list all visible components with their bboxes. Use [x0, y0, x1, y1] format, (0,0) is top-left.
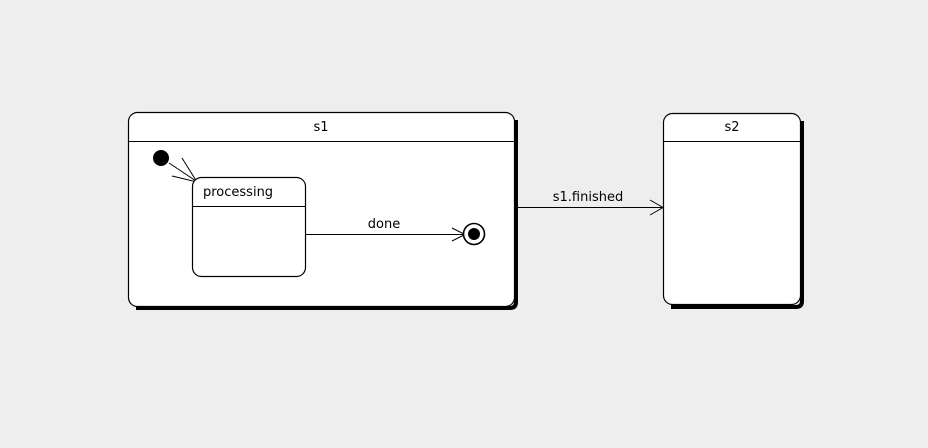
transition-s1-to-s2[interactable]: s1.finished: [515, 190, 665, 216]
state-node-s1[interactable]: s1: [127, 111, 519, 311]
transition-processing-to-final[interactable]: done: [305, 217, 467, 242]
state-s2-body: [662, 112, 802, 306]
state-node-processing[interactable]: processing: [191, 176, 307, 278]
initial-state-icon[interactable]: [153, 150, 169, 166]
transition-s1finished-label: s1.finished: [553, 190, 623, 205]
transition-done-label: done: [368, 217, 400, 232]
final-state-inner-dot: [468, 228, 480, 240]
state-s1-title: s1: [313, 120, 328, 135]
state-s2-title: s2: [724, 120, 739, 135]
state-processing-title: processing: [203, 185, 273, 200]
state-processing-body: [191, 176, 307, 278]
transition-initial-line: [168, 162, 197, 182]
state-node-s2[interactable]: s2: [662, 112, 805, 310]
final-state-icon[interactable]: [462, 222, 486, 246]
